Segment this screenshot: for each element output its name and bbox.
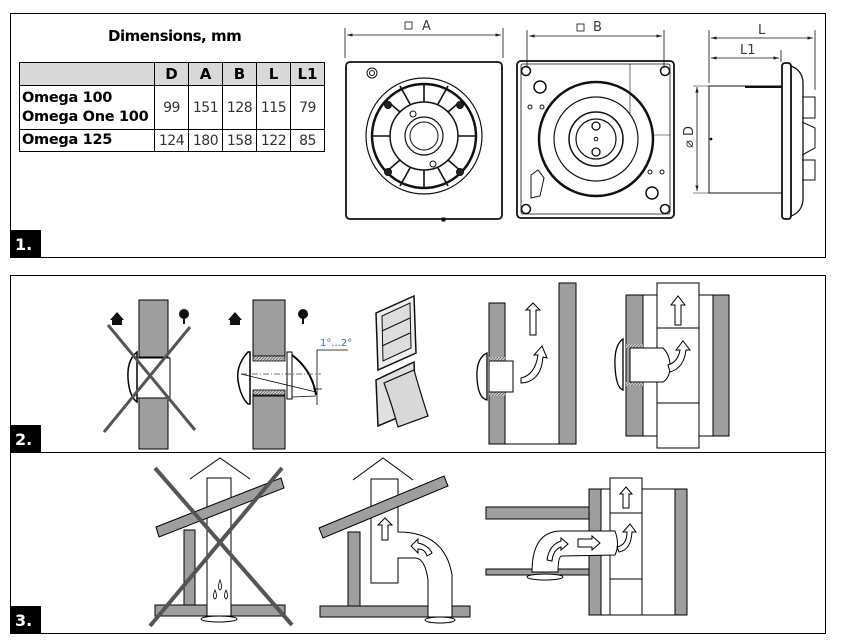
- tree-icon: [179, 309, 189, 324]
- front-dim-label: A: [422, 19, 431, 34]
- header-cell: D: [154, 62, 189, 86]
- dimensions-table: D A B L L1 Omega 100 Omega One 100 99 15…: [19, 62, 325, 152]
- diameter-symbol: ⌀: [682, 140, 697, 148]
- front-view-drawing: [344, 21, 504, 222]
- value-cell: 115: [256, 85, 291, 130]
- model-name: Omega 125: [22, 132, 113, 148]
- value-cell: 124: [154, 129, 189, 152]
- header-cell: L1: [290, 62, 325, 86]
- panel-number: 2.: [11, 425, 41, 452]
- duct-shaft-drawing: [614, 282, 730, 449]
- tree-icon: [298, 309, 308, 324]
- table-header-row: D A B L L1: [19, 62, 325, 86]
- slope-angle-label: 1°...2°: [320, 338, 352, 349]
- value-cell: 180: [188, 129, 223, 152]
- panel-number: 3.: [11, 606, 41, 633]
- back-dim-label: B: [593, 20, 602, 35]
- horizontal-duct-drawing: [485, 477, 688, 616]
- house-icon: [228, 312, 242, 325]
- header-blank: [19, 62, 155, 86]
- header-cell: L: [256, 62, 291, 86]
- header-cell: B: [222, 62, 257, 86]
- louvre-grille-drawing: [375, 294, 417, 372]
- value-cell: 122: [256, 129, 291, 152]
- value-cell: 151: [188, 85, 223, 130]
- value-cell: 85: [290, 129, 325, 152]
- value-cell: 99: [154, 85, 189, 130]
- side-partial-label: L1: [740, 43, 756, 58]
- side-view-drawing: [693, 30, 816, 220]
- header-cell: A: [188, 62, 223, 86]
- wall-shaft-drawing: [476, 282, 577, 445]
- model-name: Omega One 100: [22, 108, 149, 125]
- panel-number: 1.: [11, 230, 41, 257]
- incorrect-install-drawing: [102, 299, 197, 450]
- back-view-drawing: [516, 23, 675, 219]
- model-cell: Omega 100 Omega One 100: [19, 85, 155, 130]
- table-title: Dimensions, mm: [108, 27, 242, 45]
- side-total-label: L: [758, 23, 766, 38]
- model-name: Omega 100: [22, 89, 113, 106]
- diameter-label: D: [682, 126, 697, 136]
- table-row: Omega 125 124 180 158 122 85: [19, 129, 325, 152]
- house-icon: [110, 312, 124, 325]
- correct-roof-duct-drawing: [318, 457, 471, 624]
- cowl-grille-drawing: [375, 360, 429, 428]
- model-cell: Omega 125: [19, 129, 155, 152]
- correct-install-drawing: [236, 299, 348, 450]
- incorrect-roof-duct-drawing: [148, 457, 294, 628]
